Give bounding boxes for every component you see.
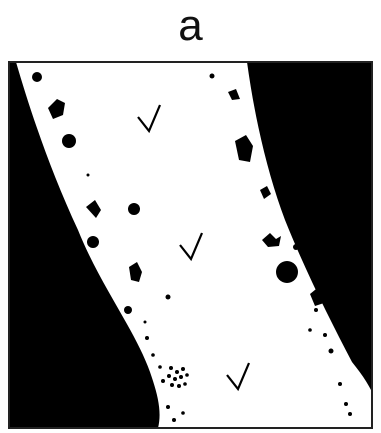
- particle: [181, 411, 185, 415]
- particle: [169, 366, 173, 370]
- particle: [124, 306, 132, 314]
- particle: [290, 208, 294, 212]
- particle: [329, 349, 334, 354]
- particle: [170, 383, 174, 387]
- particle: [323, 333, 327, 337]
- particle: [151, 353, 155, 357]
- particle: [344, 402, 348, 406]
- particle: [179, 375, 183, 379]
- particle: [185, 373, 189, 377]
- particle: [308, 328, 312, 332]
- particle: [62, 134, 76, 148]
- particle: [348, 412, 352, 416]
- particle: [172, 418, 176, 422]
- particle: [183, 382, 187, 386]
- particle: [276, 261, 298, 283]
- particle: [293, 244, 299, 250]
- particle: [128, 203, 140, 215]
- particle: [314, 308, 318, 312]
- particle: [167, 374, 171, 378]
- particle: [166, 295, 171, 300]
- particle: [158, 365, 162, 369]
- particle: [175, 370, 179, 374]
- particle: [87, 174, 90, 177]
- particle: [210, 74, 215, 79]
- particle: [166, 405, 170, 409]
- particle: [338, 382, 342, 386]
- particle: [32, 72, 42, 82]
- particle: [181, 367, 185, 371]
- particle: [161, 379, 165, 383]
- particle: [145, 336, 149, 340]
- particle: [173, 377, 177, 381]
- particle: [144, 321, 147, 324]
- particle: [177, 384, 181, 388]
- particle: [87, 236, 99, 248]
